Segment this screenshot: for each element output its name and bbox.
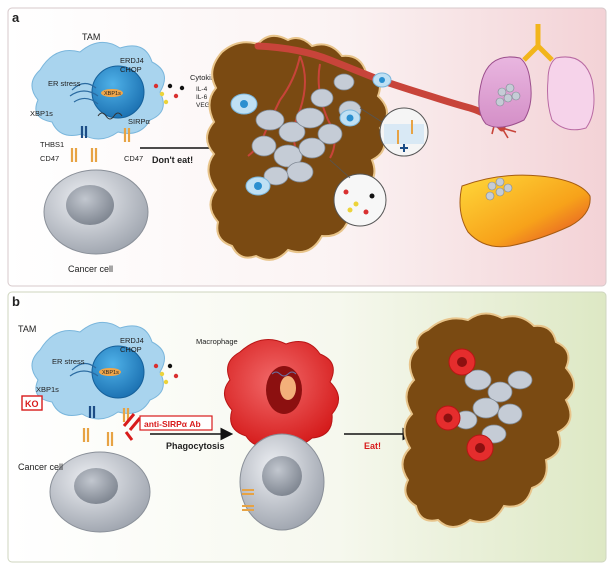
dna-strand xyxy=(97,112,123,120)
zoom-line-2 xyxy=(329,159,351,179)
antibody-icon xyxy=(122,413,142,441)
antibody-box xyxy=(139,415,213,431)
xbp1s-nucleus-label-b: XBP1s xyxy=(102,370,119,376)
thbs1-label: THBS1 xyxy=(40,140,64,149)
er-stress-label-b: ER stress xyxy=(52,357,85,366)
panel-b: b TAM ER stress ERDJ4 CHOP XBP1s XBP1s K… xyxy=(7,291,607,563)
cancer-cell-label-b: Cancer cell xyxy=(18,462,63,472)
dont-eat-label: Don't eat! xyxy=(152,155,193,165)
tumor-cell-cluster xyxy=(251,73,362,186)
xbp1s-nucleus-marker xyxy=(101,89,123,97)
cytokine-dots xyxy=(153,83,185,105)
xbp1s-label-b: XBP1s xyxy=(36,385,59,394)
tam-label: TAM xyxy=(82,32,100,42)
lung-metastasis xyxy=(495,83,521,107)
xbp1s-label: XBP1s xyxy=(30,109,53,118)
antibody-label: anti-SIRPα Ab xyxy=(144,419,201,429)
cancer-cell-nucleus-b xyxy=(74,468,118,504)
tumor-cell-cluster-b xyxy=(454,369,533,444)
cd47-receptors-b xyxy=(242,489,254,511)
sirpa-label: SIRPα xyxy=(128,117,151,126)
receptors xyxy=(70,126,131,162)
cancer-cell-nucleus xyxy=(66,185,114,225)
blood-vessel xyxy=(254,42,506,132)
xbp1s-nucleus-marker-b xyxy=(99,368,121,376)
cytokines-label: Cytokines xyxy=(190,73,223,82)
zoom-receptor-sirpa xyxy=(397,120,413,144)
zoom-circle-cytokines xyxy=(333,173,387,227)
receptors-b xyxy=(82,406,130,446)
il6-label: IL-6 xyxy=(196,94,208,101)
right-lung xyxy=(547,56,595,131)
tumor-mass-b xyxy=(401,312,575,528)
eat-label: Eat! xyxy=(364,441,381,451)
xbp1s-nucleus-label: XBP1s xyxy=(104,91,121,97)
chop-label: CHOP xyxy=(120,65,142,74)
panel-b-label: b xyxy=(12,294,20,309)
engulfed-cancer-nucleus xyxy=(262,456,302,496)
cytokine-dots-b xyxy=(153,363,179,385)
macrophage-label: Macrophage xyxy=(196,337,238,346)
cancer-cell-label: Cancer cell xyxy=(68,264,113,274)
zoom-line-1 xyxy=(359,107,383,123)
phagocytosis-label: Phagocytosis xyxy=(166,441,225,451)
phagosome xyxy=(280,376,296,400)
tam-label-b: TAM xyxy=(18,324,36,334)
chop-label-b: CHOP xyxy=(120,345,142,354)
cd47-left-label: CD47 xyxy=(40,154,59,163)
panel-a: a TAM ER stress ERDJ4 CHOP XBP1s XBP1s C… xyxy=(7,7,607,287)
il4-label: IL-4 xyxy=(196,86,208,93)
er-stress-label: ER stress xyxy=(48,79,81,88)
cd47-right-label: CD47 xyxy=(124,154,143,163)
trachea xyxy=(522,24,554,62)
vegfa-label: VEGFA xyxy=(196,102,218,109)
er-membrane-b xyxy=(69,362,99,377)
erdj4-label-b: ERDJ4 xyxy=(120,336,144,345)
tumor-tam-cells xyxy=(230,72,392,196)
zoom-receptor-thbs1 xyxy=(400,144,408,152)
erdj4-label: ERDJ4 xyxy=(120,56,144,65)
ko-box xyxy=(21,395,43,411)
zoom-cytokine-dots xyxy=(343,189,375,215)
macrophage-er xyxy=(271,371,297,377)
ko-label: KO xyxy=(25,399,39,409)
liver-metastasis xyxy=(485,177,513,201)
tumor-macrophages-b xyxy=(435,348,494,462)
zoom-receptor-membrane xyxy=(384,124,424,144)
er-membrane xyxy=(69,82,99,105)
panel-a-label: a xyxy=(12,10,20,25)
